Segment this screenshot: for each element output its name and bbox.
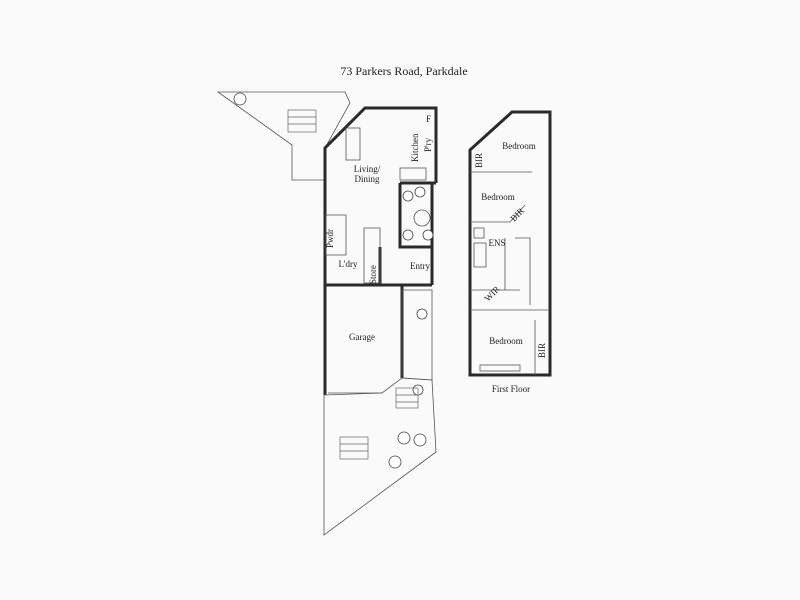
- ground-floor: Living/ Dining Kitchen P'ry F Pwdr L'dry…: [216, 91, 438, 536]
- ground-floor-walls: [323, 106, 438, 395]
- bedroom-3-label: Bedroom: [489, 336, 523, 346]
- paving-icon: [287, 109, 419, 460]
- powder-label: Pwdr: [325, 229, 335, 248]
- store-label: Store: [368, 265, 378, 284]
- stairs: [363, 227, 381, 284]
- powder-room: [325, 214, 347, 256]
- bir-3-label: BIR: [537, 343, 547, 358]
- bath-icon: [473, 242, 487, 268]
- pantry-label: P'ry: [423, 137, 433, 152]
- first-floor-walls: [468, 110, 552, 377]
- bedroom-1-label: Bedroom: [502, 141, 536, 151]
- kitchen-label: Kitchen: [410, 133, 420, 162]
- trees: [233, 92, 434, 469]
- bir-1-label: BIR: [474, 153, 484, 168]
- first-floor: Bedroom Bedroom Bedroom BIR BIR BIR WIR …: [468, 110, 552, 394]
- laundry-label: L'dry: [338, 259, 358, 269]
- bedroom-2-label: Bedroom: [481, 192, 515, 202]
- ensuite-label: ENS: [488, 238, 505, 248]
- fridge-label: F: [426, 114, 431, 124]
- living-dining-label-2: Dining: [354, 174, 380, 184]
- stove: [399, 167, 427, 181]
- driveway-strip: [401, 289, 433, 381]
- kitchen-island: [345, 127, 361, 161]
- shower-icon: [473, 227, 485, 239]
- first-floor-partitions: [470, 171, 550, 375]
- garage-label: Garage: [349, 332, 375, 342]
- wir-label: WIR: [482, 284, 501, 303]
- entry-label: Entry: [410, 261, 430, 271]
- window: [479, 364, 521, 372]
- first-floor-caption: First Floor: [492, 384, 530, 394]
- courtyard-outline: [216, 91, 351, 181]
- living-dining-label: Living/: [354, 164, 381, 174]
- dining-table: [413, 209, 431, 227]
- yard-outline: [323, 377, 437, 536]
- plan-title: 73 Parkers Road, Parkdale: [340, 64, 467, 78]
